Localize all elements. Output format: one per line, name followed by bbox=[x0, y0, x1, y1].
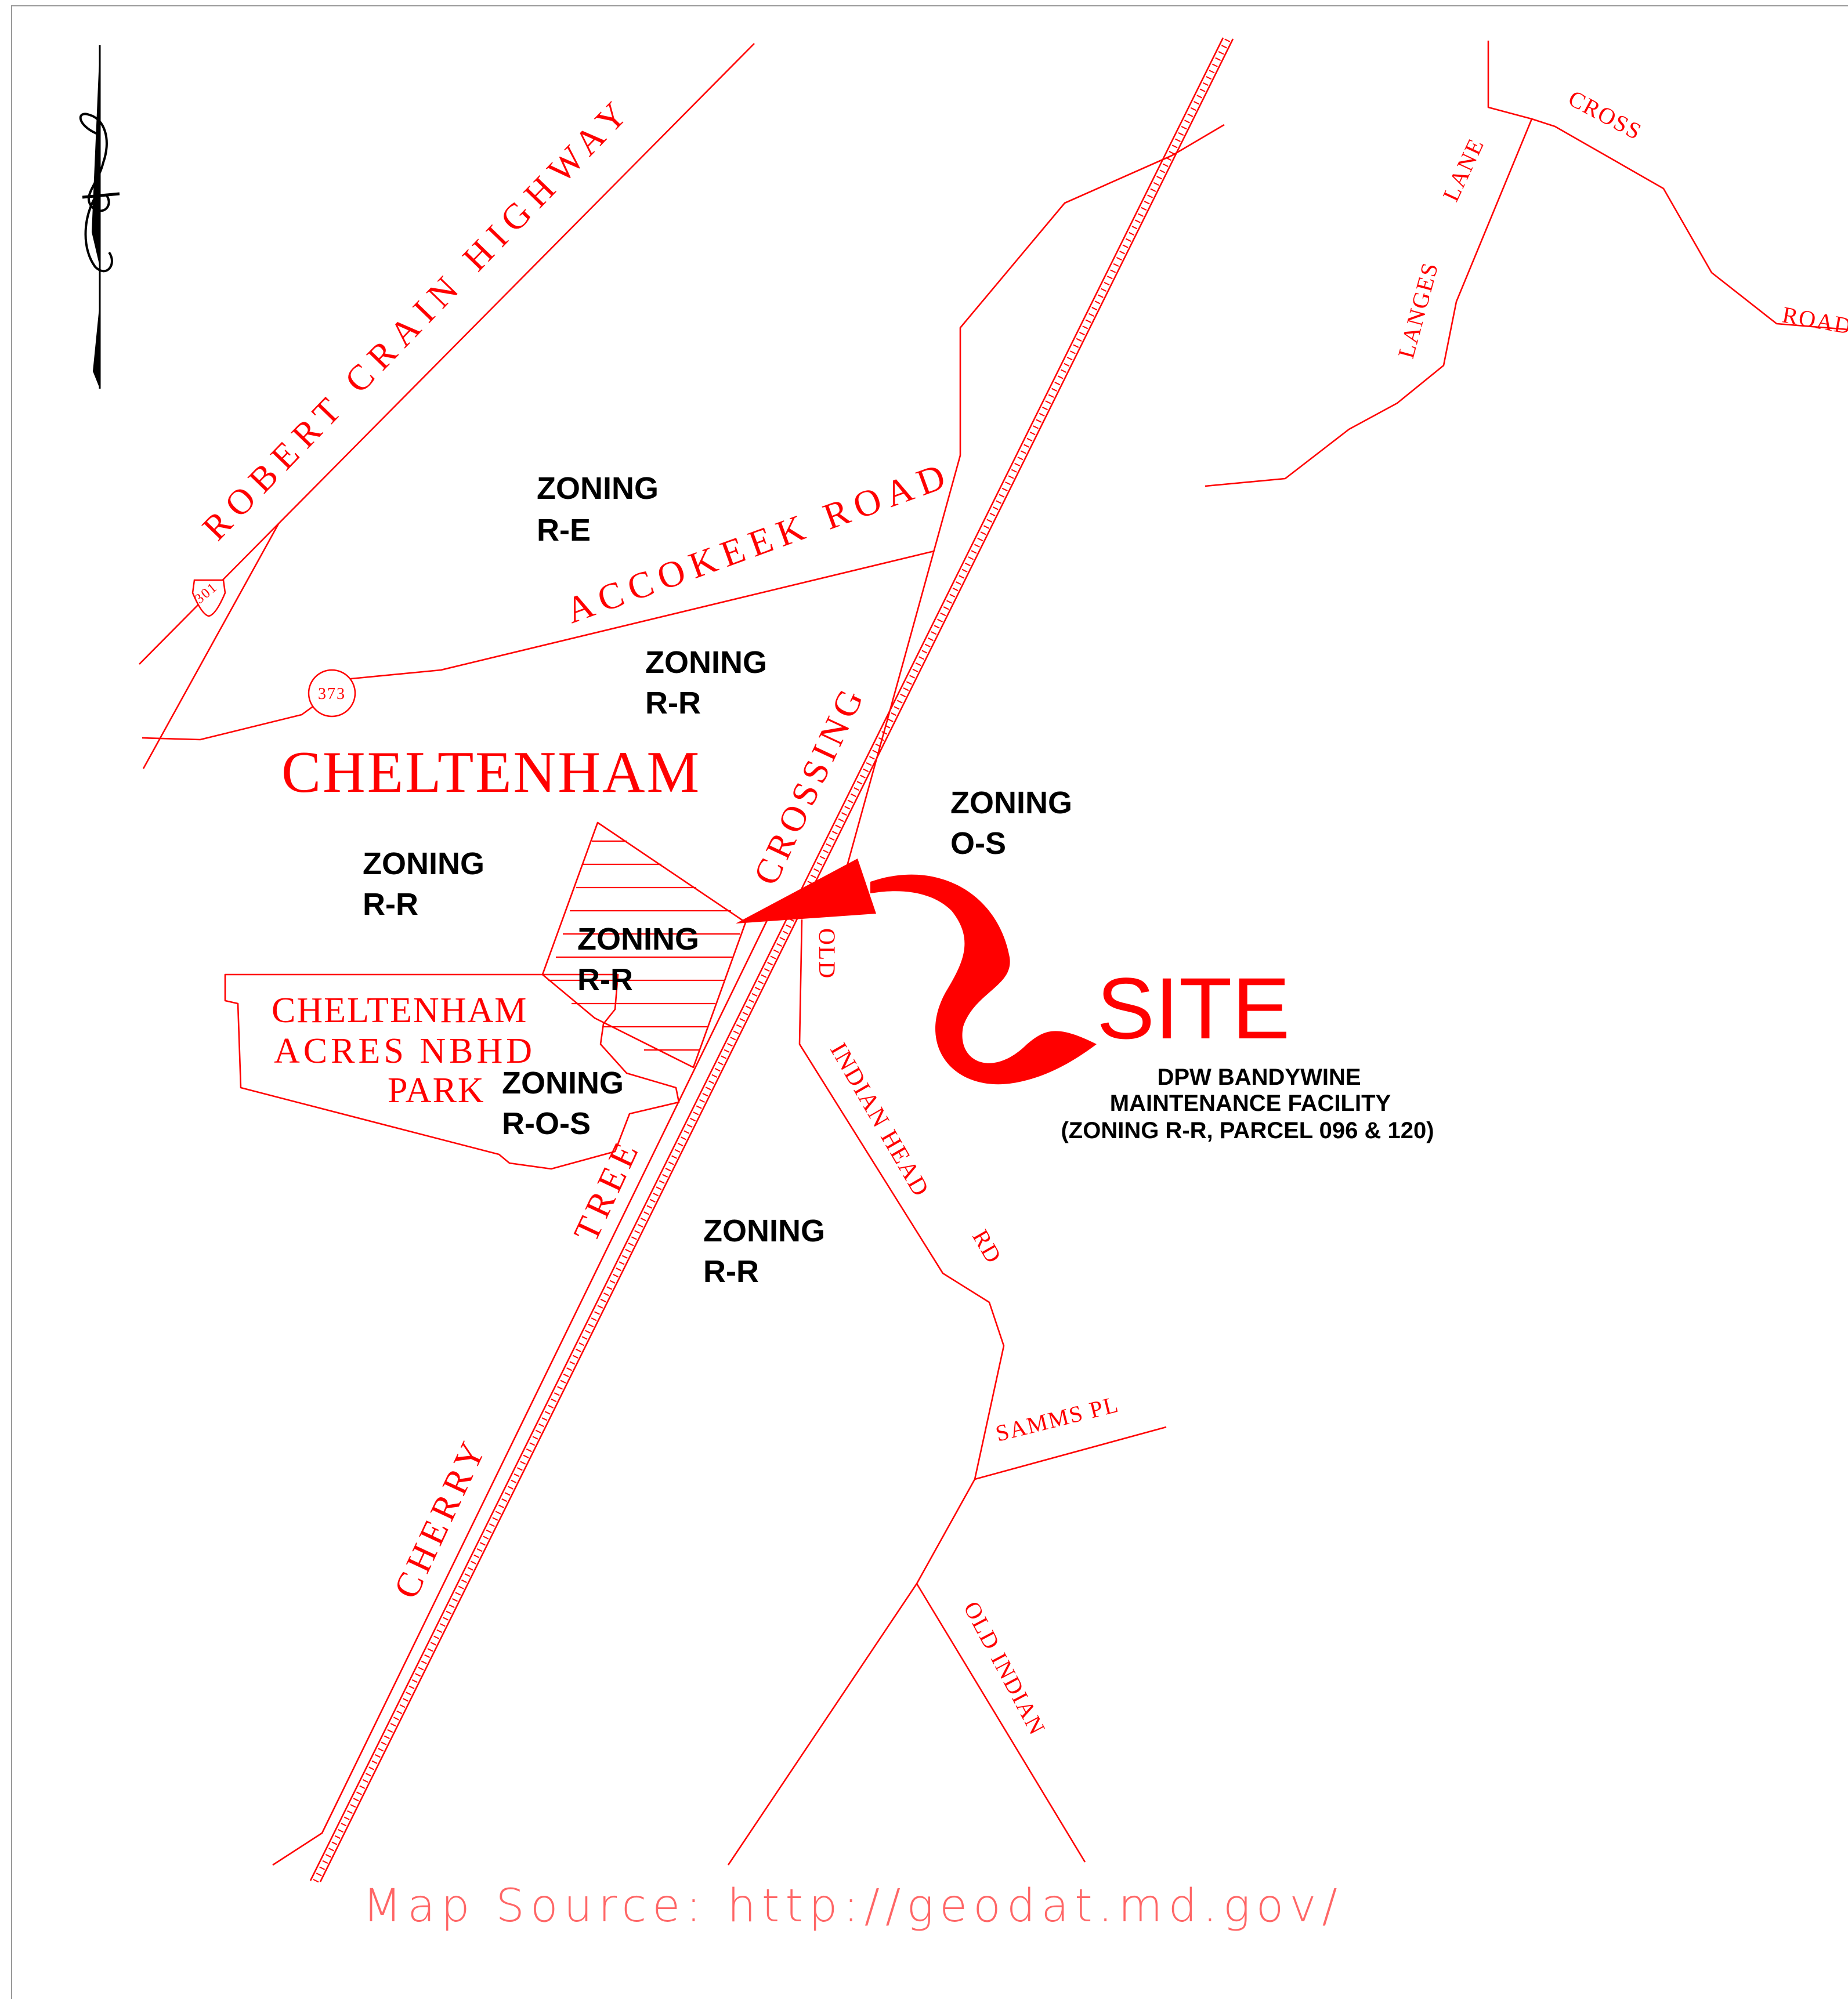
svg-text:R-R: R-R bbox=[703, 1254, 759, 1289]
zoning-rr-west: ZONING R-R bbox=[363, 846, 484, 922]
park-boundary bbox=[224, 973, 680, 1170]
old-indian-road bbox=[916, 1583, 1086, 1863]
svg-text:R-E: R-E bbox=[537, 513, 591, 548]
svg-text:ZONING: ZONING bbox=[950, 785, 1072, 820]
us-route-shield-icon: 301 bbox=[191, 579, 226, 617]
samms-pl bbox=[974, 1426, 1167, 1480]
railroad bbox=[309, 37, 1234, 1883]
svg-text:R-R: R-R bbox=[363, 887, 418, 922]
zoning-os: ZONING O-S bbox=[950, 785, 1072, 861]
label-indian-head: INDIAN HEAD bbox=[824, 1038, 934, 1201]
site-line1: DPW BANDYWINE bbox=[1157, 1064, 1361, 1090]
zoning-rr-south: ZONING R-R bbox=[703, 1214, 825, 1289]
label-park-line3: PARK bbox=[388, 1071, 485, 1110]
label-crossing: CROSSING bbox=[746, 679, 873, 891]
svg-text:ZONING: ZONING bbox=[577, 922, 699, 957]
site-line2: MAINTENANCE FACILITY bbox=[1110, 1091, 1391, 1116]
label-cherry: CHERRY bbox=[386, 1432, 495, 1605]
robert-crain-highway bbox=[139, 43, 755, 665]
svg-text:ZONING: ZONING bbox=[703, 1214, 825, 1248]
map-source: Map Source: http://geodat.md.gov/ bbox=[363, 1880, 1343, 1932]
label-cross: CROSS bbox=[1564, 85, 1647, 145]
svg-text:ZONING: ZONING bbox=[645, 645, 767, 680]
cherry-tree-crossing-west bbox=[272, 904, 776, 1866]
label-park-line2: ACRES NBHD bbox=[274, 1031, 536, 1071]
north-arrow-icon bbox=[79, 45, 120, 389]
cross-road bbox=[1487, 41, 1848, 331]
road-network bbox=[139, 41, 1848, 1866]
label-park-line1: CHELTENHAM bbox=[272, 991, 527, 1030]
langes-lane bbox=[1205, 118, 1533, 487]
road-west-of-rail bbox=[834, 124, 1225, 908]
svg-text:R-R: R-R bbox=[645, 686, 701, 720]
map-frame bbox=[11, 5, 1848, 1999]
label-rd: RD bbox=[967, 1225, 1007, 1268]
svg-text:ZONING: ZONING bbox=[502, 1066, 624, 1100]
site-title: SITE bbox=[1097, 959, 1290, 1057]
state-route-shield-icon: 373 bbox=[308, 669, 356, 718]
zoning-rr-north: ZONING R-R bbox=[645, 645, 767, 720]
label-lane: LANE bbox=[1437, 134, 1489, 205]
hatched-parcel bbox=[541, 821, 747, 1069]
zoning-rr-hatched: ZONING R-R bbox=[577, 922, 699, 997]
site-arrow-icon bbox=[736, 859, 1097, 1085]
label-road: ROAD bbox=[1780, 302, 1848, 339]
svg-text:R-O-S: R-O-S bbox=[502, 1106, 591, 1141]
zoning-re: ZONING R-E bbox=[537, 471, 659, 548]
hatch-lines bbox=[548, 840, 740, 1051]
state-route-number: 373 bbox=[318, 685, 346, 703]
accokeek-road bbox=[142, 550, 935, 741]
hwy-spur bbox=[142, 523, 280, 769]
svg-text:R-R: R-R bbox=[577, 962, 633, 997]
label-old: OLD bbox=[814, 928, 840, 979]
svg-text:ZONING: ZONING bbox=[537, 471, 659, 506]
svg-text:O-S: O-S bbox=[950, 826, 1006, 861]
site-line3: (ZONING R-R, PARCEL 096 & 120) bbox=[1061, 1118, 1434, 1143]
zoning-ros: ZONING R-O-S bbox=[502, 1066, 624, 1141]
svg-text:ZONING: ZONING bbox=[363, 846, 484, 881]
label-langes: LANGES bbox=[1393, 259, 1443, 361]
label-cheltenham: CHELTENHAM bbox=[281, 740, 701, 805]
label-old-indian: OLD INDIAN bbox=[959, 1597, 1051, 1740]
old-indian-head-rd bbox=[727, 919, 1005, 1866]
label-samms-pl: SAMMS PL bbox=[993, 1391, 1122, 1447]
